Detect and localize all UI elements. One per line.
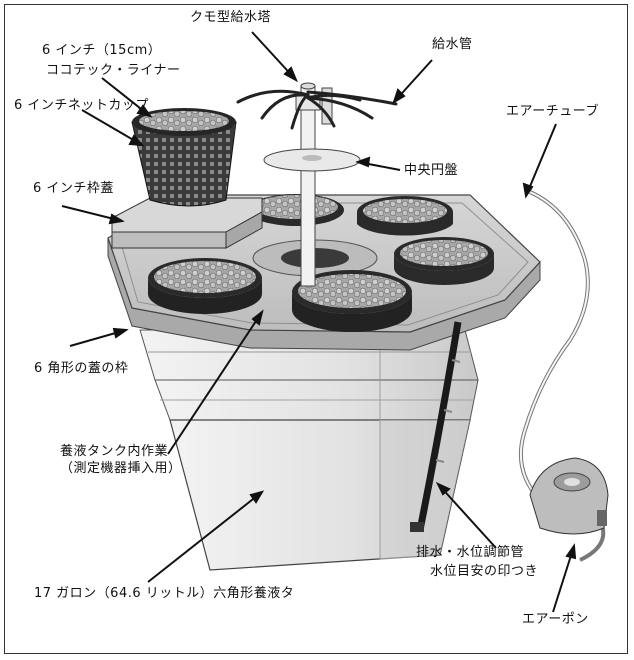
- pot-back-center: [248, 194, 344, 226]
- label-liner-line1: 6 インチ（15cm）: [42, 43, 162, 58]
- air-pump: [529, 457, 609, 535]
- spider-arms: [236, 89, 398, 130]
- pot-front-center: [292, 270, 412, 332]
- label-liner-line2: ココテック・ライナー: [46, 63, 181, 78]
- label-drain-line1: 排水・水位調節管: [416, 545, 525, 560]
- label-feed-pipe: 給水管: [432, 37, 473, 52]
- label-hex-lid-frame: 6 角形の蓋の枠: [34, 361, 129, 376]
- diagram-border: [4, 4, 628, 654]
- center-disc: [263, 148, 361, 172]
- label-air-tube: エアーチューブ: [506, 104, 599, 119]
- leader-lines: [61, 31, 577, 613]
- pot-front-left: [148, 258, 262, 314]
- label-spider-tower: クモ型給水塔: [190, 10, 272, 25]
- pot-back-right: [357, 196, 453, 236]
- pot-right: [394, 237, 494, 285]
- label-reservoir: 17 ガロン（64.6 リットル）六角形養液タ: [34, 586, 295, 601]
- drain-tube: [410, 321, 462, 532]
- label-lid-cap: 6 インチ枠蓋: [33, 181, 114, 196]
- lid-cap: [111, 197, 263, 249]
- label-work-port-line1: 養液タンク内作業: [60, 444, 169, 459]
- label-center-disc: 中央円盤: [404, 163, 459, 178]
- label-net-cup: 6 インチネットカップ: [14, 98, 149, 113]
- center-tower: [295, 82, 333, 287]
- label-air-pump: エアーポン: [522, 612, 589, 627]
- reservoir-tank: [139, 329, 479, 571]
- label-work-port-line2: （測定機器挿入用）: [60, 461, 182, 476]
- label-drain-line2: 水位目安の印つき: [430, 564, 539, 579]
- net-cup: [131, 108, 237, 207]
